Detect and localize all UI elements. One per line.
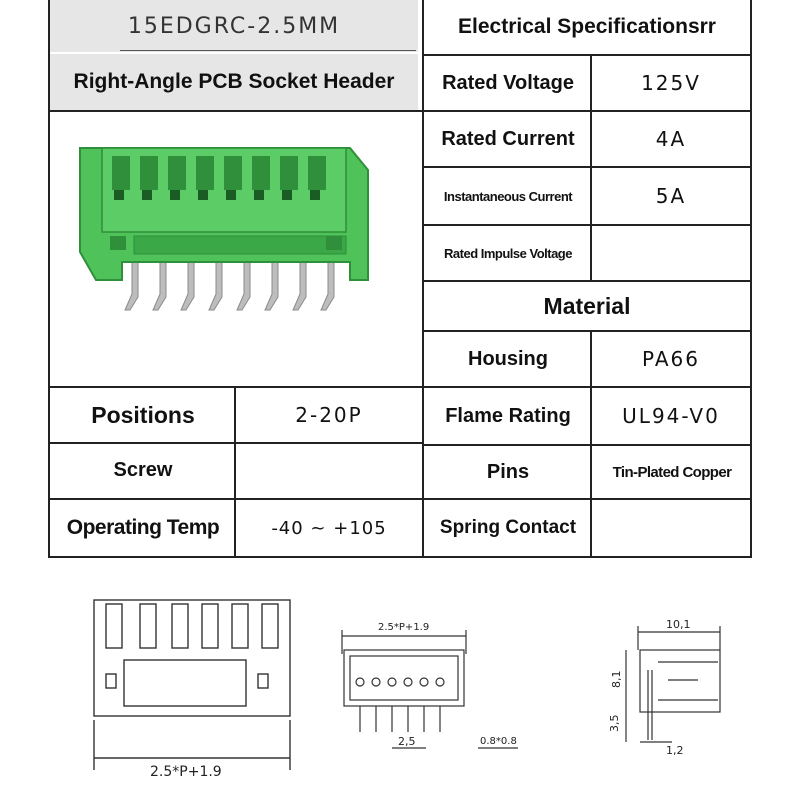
rated-voltage-value: 125V [641,71,701,95]
spring-label: Spring Contact [439,517,577,538]
temp-value: -40 ~ +105 [271,517,387,539]
screw-value [236,444,422,496]
temp-label: Operating Temp [66,516,220,539]
rated-voltage-label: Rated Voltage [442,71,574,94]
left-pitch-formula: 2.5*P+1.9 [150,764,222,780]
impulse-label: Rated Impulse Voltage [444,245,572,261]
pitch-dim: 2,5 [398,735,416,748]
product-name: Right-Angle PCB Socket Header [50,54,418,110]
positions-label: Positions [91,401,195,428]
offset-dim: 1,2 [666,744,684,757]
product-photo [50,112,420,386]
pin-size-dim: 0.8*0.8 [480,736,517,747]
electrical-title: Electrical Specificationsrr [458,15,716,38]
technical-drawing: 2.5*P+1.9 2.5*P+1.9 2,5 0.8*0.8 [48,570,750,800]
mid-pitch-formula: 2.5*P+1.9 [378,622,429,633]
housing-value: PA66 [642,347,700,371]
spring-value [592,500,750,556]
dimension-drawings: 2.5*P+1.9 2.5*P+1.9 2,5 0.8*0.8 [93,599,721,780]
flame-label: Flame Rating [445,404,571,427]
impulse-value [592,226,750,280]
pins-value: Tin-Plated Copper [612,463,732,481]
rated-current-value: 4A [655,127,687,151]
instant-current-label: Instantaneous Current [443,188,573,204]
housing-label: Housing [468,347,548,370]
instant-current-value: 5A [655,184,687,208]
connector-illustration [79,147,369,311]
flame-value: UL94-V0 [622,404,720,428]
pin-length-dim: 3,5 [608,715,621,733]
pins-label: Pins [486,460,530,483]
width-dim: 10,1 [666,618,691,631]
height-dim: 8,1 [610,671,623,689]
screw-label: Screw [113,458,173,481]
model-code: 15EDGRC-2.5MM [50,0,418,52]
positions-value: 2-20P [295,403,363,427]
material-title: Material [543,292,631,319]
rated-current-label: Rated Current [441,127,575,150]
